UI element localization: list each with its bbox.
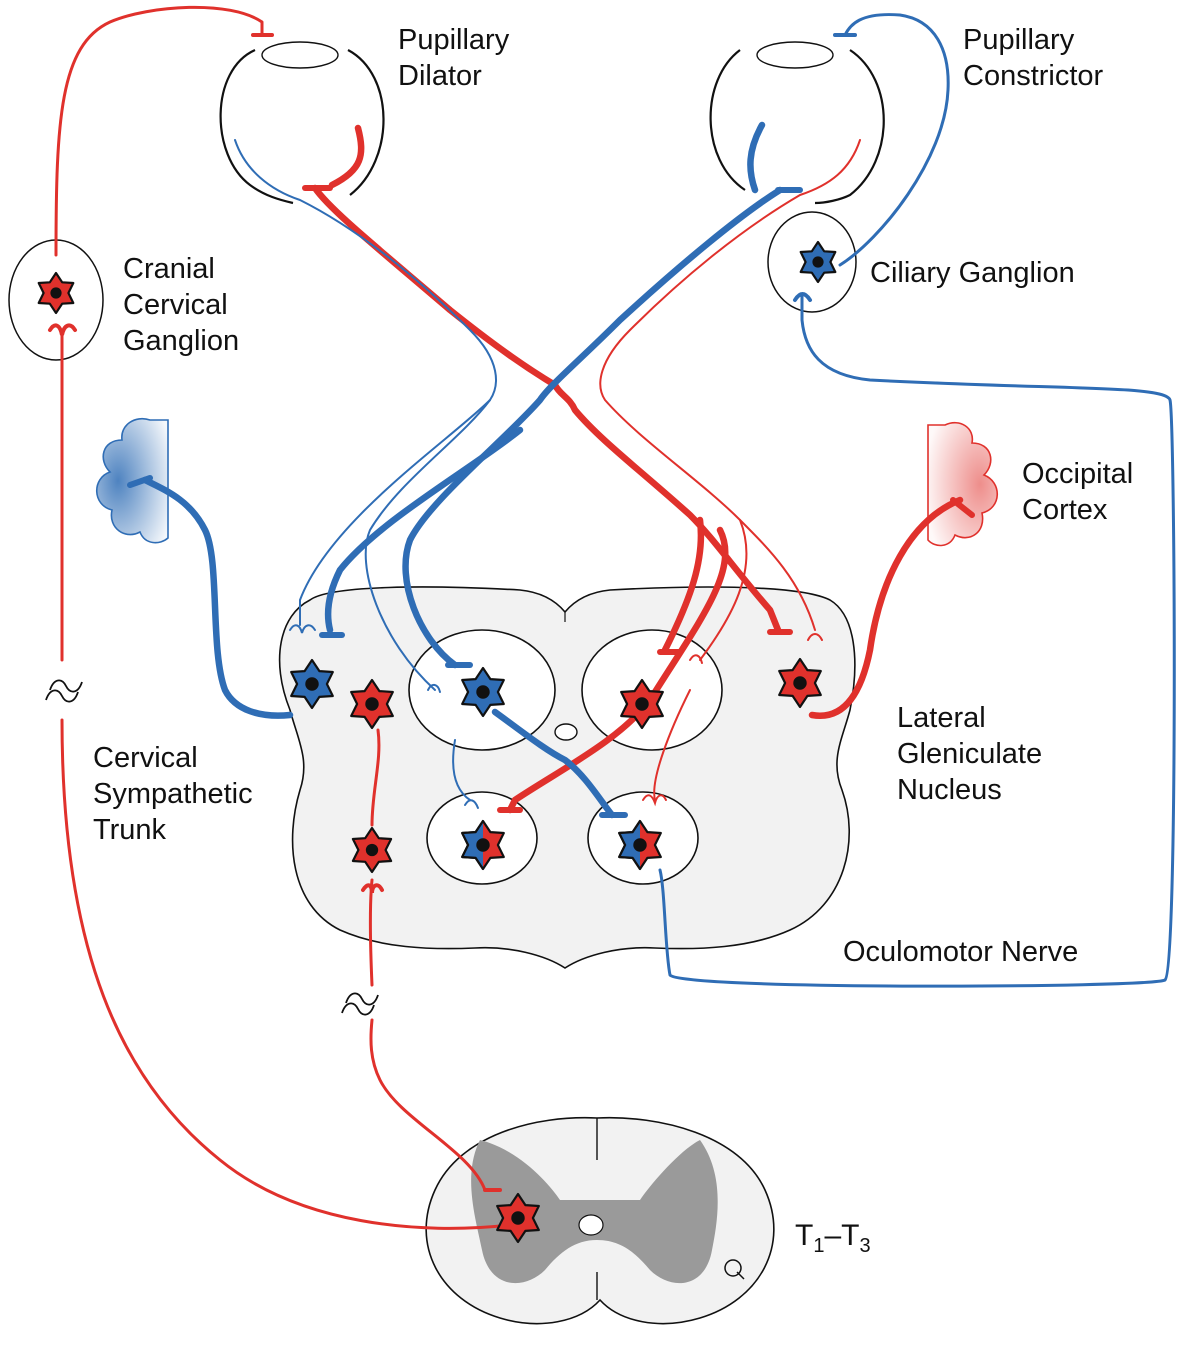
segment-sub-1: 1 <box>813 1235 825 1257</box>
oculomotor-nerve-fiber <box>658 293 1176 988</box>
postganglionic-dilator-fiber <box>54 5 264 257</box>
occipital-cortex-red-icon <box>927 421 998 547</box>
occipital-cortex-blue-icon <box>96 418 169 544</box>
segment-sub-3: 3 <box>859 1235 871 1257</box>
neuron-icon <box>461 819 505 871</box>
short-ciliary-nerve <box>838 13 950 267</box>
oculomotor-nerve-label: Oculomotor Nerve <box>843 934 1078 970</box>
ciliary-ganglion-text: Ciliary Ganglion <box>870 257 1075 289</box>
neuron-icon <box>799 240 837 284</box>
occipital-cortex-line-1: Occipital <box>1022 458 1134 490</box>
cranial-cervical-ganglion-line-2: Cervical <box>123 289 228 321</box>
nerve-break-icon <box>45 679 83 703</box>
cst-line-2: Sympathetic <box>93 778 253 810</box>
eye-outline-icon <box>709 41 885 205</box>
neuron-icon <box>618 819 662 871</box>
pupillary-dilator-line-1: Pupillary <box>398 24 510 56</box>
neuron-nucleus <box>633 838 647 852</box>
neurons-layer <box>37 240 837 1244</box>
neuron-nucleus <box>365 843 379 857</box>
pupillary-dilator-line-2: Dilator <box>398 60 482 92</box>
neuron-nucleus <box>476 838 490 852</box>
ciliary-ganglion-label: Ciliary Ganglion <box>870 255 1075 291</box>
neuron-nucleus <box>812 256 824 268</box>
cst-line-1: Cervical <box>93 742 198 774</box>
preganglionic-fiber-lower <box>60 718 512 1230</box>
spinal-cord-section-icon <box>425 1116 775 1325</box>
optic-fiber-blue-thin <box>234 139 497 691</box>
pupillary-constrictor-line-1: Pupillary <box>963 24 1075 56</box>
nucleus-right-upper <box>581 629 723 751</box>
neuron-nucleus <box>793 676 807 690</box>
optic-radiation-blue <box>141 476 294 719</box>
neuron-nucleus <box>365 697 379 711</box>
lateral-geniculate-nucleus-label: Lateral Gleniculate Nucleus <box>897 700 1042 808</box>
cranial-cervical-ganglion-line-3: Ganglion <box>123 325 240 357</box>
midbrain-section <box>278 586 856 969</box>
neuron-nucleus <box>635 697 649 711</box>
pretectal-to-eo-fiber <box>491 708 616 819</box>
neuron-icon <box>37 271 75 315</box>
neuron-body-half <box>461 819 483 871</box>
cst-line-3: Trunk <box>93 814 167 846</box>
segment-dash: – <box>824 1219 842 1252</box>
spinal-segment-label: T1–T3 <box>795 1218 871 1264</box>
neuron-icon <box>461 666 505 718</box>
neuron-icon <box>350 678 394 730</box>
oculomotor-nerve-text: Oculomotor Nerve <box>843 936 1079 968</box>
neuron-nucleus <box>50 287 62 299</box>
segment-t-start: T <box>795 1219 814 1252</box>
pupillary-constrictor-label: Pupillary Constrictor <box>963 22 1103 94</box>
nerve-break-icon <box>341 992 379 1016</box>
occipital-cortex-label: Occipital Cortex <box>1022 456 1133 528</box>
neuron-icon <box>496 1192 540 1244</box>
preganglionic-fiber <box>369 1018 487 1192</box>
pupillary-constrictor-line-2: Constrictor <box>963 60 1104 92</box>
neuron-icon <box>290 658 334 710</box>
neuron-icon <box>620 678 664 730</box>
neuron-nucleus <box>511 1211 525 1225</box>
trunk-fiber-mid <box>369 878 374 987</box>
cranial-cervical-ganglion-label: Cranial Cervical Ganglion <box>123 251 239 359</box>
occipital-cortex-line-2: Cortex <box>1022 494 1108 526</box>
lgn-line-2: Gleniculate <box>897 738 1043 770</box>
cranial-cervical-ganglion-line-1: Cranial <box>123 253 215 285</box>
segment-t-end: T <box>841 1219 860 1252</box>
cerebral-aqueduct <box>554 723 578 741</box>
neuron-body-half <box>618 819 640 871</box>
neuron-nucleus <box>305 677 319 691</box>
pupillary-dilator-label: Pupillary Dilator <box>398 22 509 94</box>
logo-mark-icon <box>724 1259 745 1280</box>
trunk-fiber-upper <box>370 728 381 827</box>
eye-outline-icon <box>219 41 385 205</box>
lgn-line-3: Nucleus <box>897 774 1002 806</box>
cervical-sympathetic-trunk-label: Cervical Sympathetic Trunk <box>93 740 253 848</box>
optic-fiber-blue-thick <box>402 186 784 669</box>
lgn-line-1: Lateral <box>897 702 986 734</box>
optic-fiber-red-thin <box>599 139 861 631</box>
neuron-nucleus <box>476 685 490 699</box>
neuron-icon <box>778 657 822 709</box>
neuron-icon <box>351 826 393 874</box>
optic-radiation-red <box>808 496 964 719</box>
